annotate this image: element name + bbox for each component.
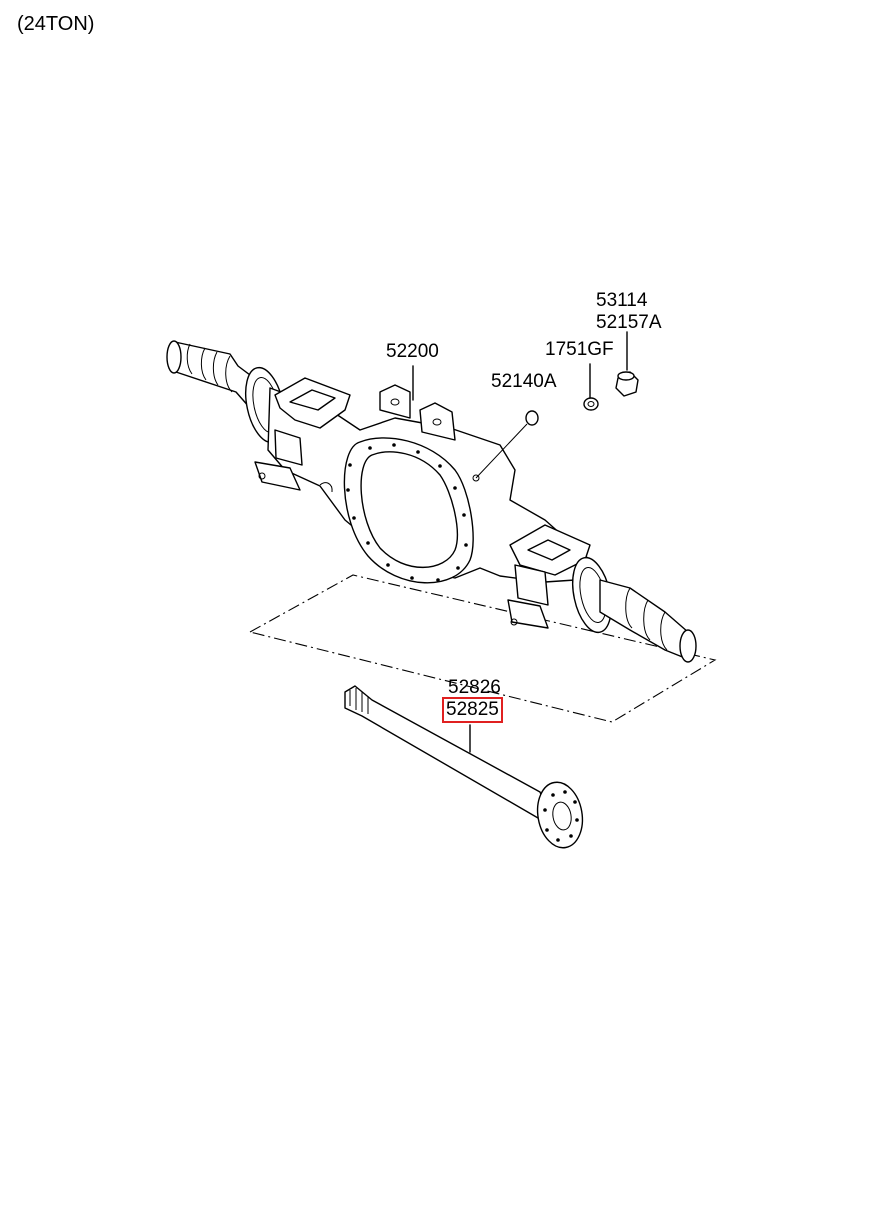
washer-drawing xyxy=(583,397,599,411)
part-label-gasket-bolt[interactable]: 1751GF xyxy=(545,339,614,360)
axle-shaft-drawing xyxy=(344,685,584,849)
part-label-shaft-upper[interactable]: 52826 xyxy=(448,677,501,698)
drain-plug-drawing xyxy=(475,410,539,479)
part-label-drain-plug[interactable]: 52140A xyxy=(491,371,557,392)
axle-housing-drawing xyxy=(166,340,697,663)
assembly-guide-lines xyxy=(248,574,717,723)
part-label-breather-top[interactable]: 53114 xyxy=(596,290,648,311)
variant-label: (24TON) xyxy=(17,13,95,35)
part-label-shaft-lower-highlighted[interactable]: 52825 xyxy=(442,697,503,723)
part-label-breather-plug[interactable]: 52157A xyxy=(596,312,662,333)
breather-drawing xyxy=(615,371,639,397)
part-label-axle-housing[interactable]: 52200 xyxy=(386,341,439,362)
